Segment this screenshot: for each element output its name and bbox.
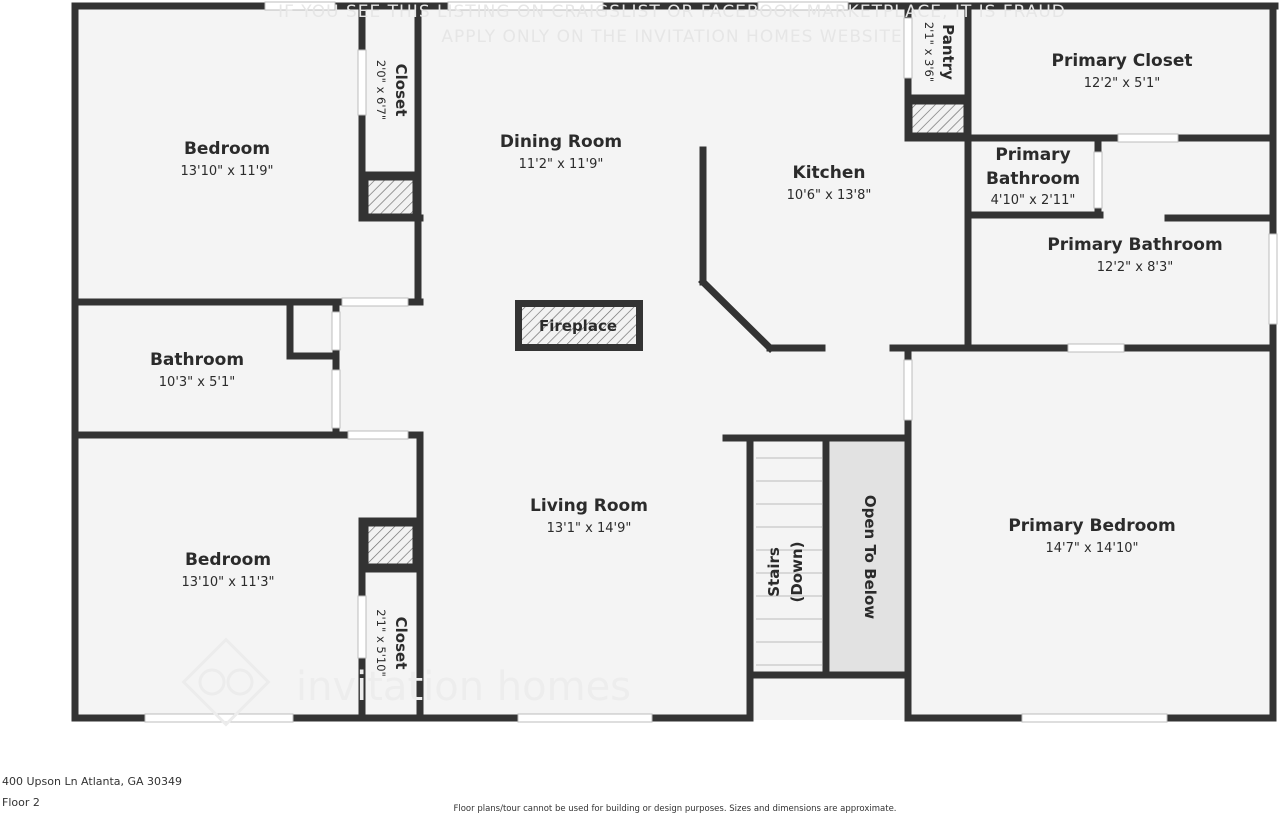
stairs-treads (756, 457, 822, 666)
floor-label: Floor 2 (2, 796, 40, 809)
pantry-dims: 2'1" x 3'6" (922, 22, 936, 82)
primary-closet-name: Primary Closet (1052, 51, 1193, 71)
windows (144, 1, 1278, 723)
fireplace-label: Fireplace (539, 317, 617, 335)
closet-top-name: Closet (392, 64, 410, 117)
bathroom-dims: 10'3" x 5'1" (159, 375, 235, 390)
closet-top-dims: 2'0" x 6'7" (374, 60, 388, 120)
bedroom-top-name: Bedroom (184, 139, 270, 159)
bedroom-bottom-name: Bedroom (185, 550, 271, 570)
floor-fill (72, 4, 1276, 720)
open-to-below-label: Open To Below (861, 495, 879, 619)
hatched-chases (363, 99, 969, 569)
logo-text: invitation homes (296, 664, 631, 710)
bathroom-name: Bathroom (150, 350, 244, 370)
watermark-line1: IF YOU SEE THIS LISTING ON CRAIGSLIST OR… (278, 2, 1066, 22)
bedroom-top-dims: 13'10" x 11'9" (181, 164, 274, 179)
stairs-label-line2: (Down) (788, 541, 806, 602)
closet-bottom-name: Closet (392, 617, 410, 670)
fireplace: Fireplace (515, 300, 643, 351)
primary-closet-dims: 12'2" x 5'1" (1084, 76, 1160, 91)
room-labels: Bedroom 13'10" x 11'9" Closet 2'0" x 6'7… (150, 22, 1223, 677)
primary-bath-small-dims: 4'10" x 2'11" (991, 193, 1076, 208)
logo-mark-icon (181, 637, 271, 727)
primary-bedroom-name: Primary Bedroom (1008, 516, 1175, 536)
primary-bathroom-dims: 12'2" x 8'3" (1097, 260, 1173, 275)
dining-room-name: Dining Room (500, 132, 622, 152)
living-room-name: Living Room (530, 496, 648, 516)
address: 400 Upson Ln Atlanta, GA 30349 (2, 775, 182, 788)
pantry-name: Pantry (939, 24, 957, 80)
primary-bath-small-name-line1: Primary (995, 145, 1070, 165)
logo-watermark: invitation homes (181, 637, 631, 727)
watermark-line2: APPLY ONLY ON THE INVITATION HOMES WEBSI… (441, 27, 902, 47)
primary-bath-small-name-line2: Bathroom (986, 169, 1080, 189)
dining-room-dims: 11'2" x 11'9" (519, 157, 604, 172)
stairs-label-line1: Stairs (765, 547, 783, 597)
closet-bottom-dims: 2'1" x 5'10" (374, 609, 388, 677)
open-to-below-area (830, 441, 905, 673)
primary-bathroom-name: Primary Bathroom (1047, 235, 1222, 255)
kitchen-dims: 10'6" x 13'8" (787, 188, 872, 203)
disclaimer: Floor plans/tour cannot be used for buil… (453, 804, 896, 814)
living-room-dims: 13'1" x 14'9" (547, 521, 632, 536)
kitchen-name: Kitchen (793, 163, 866, 183)
primary-bedroom-dims: 14'7" x 14'10" (1046, 541, 1139, 556)
footer: 400 Upson Ln Atlanta, GA 30349 Floor 2 F… (2, 775, 897, 814)
bedroom-bottom-dims: 13'10" x 11'3" (182, 575, 275, 590)
watermark: IF YOU SEE THIS LISTING ON CRAIGSLIST OR… (278, 2, 1066, 47)
